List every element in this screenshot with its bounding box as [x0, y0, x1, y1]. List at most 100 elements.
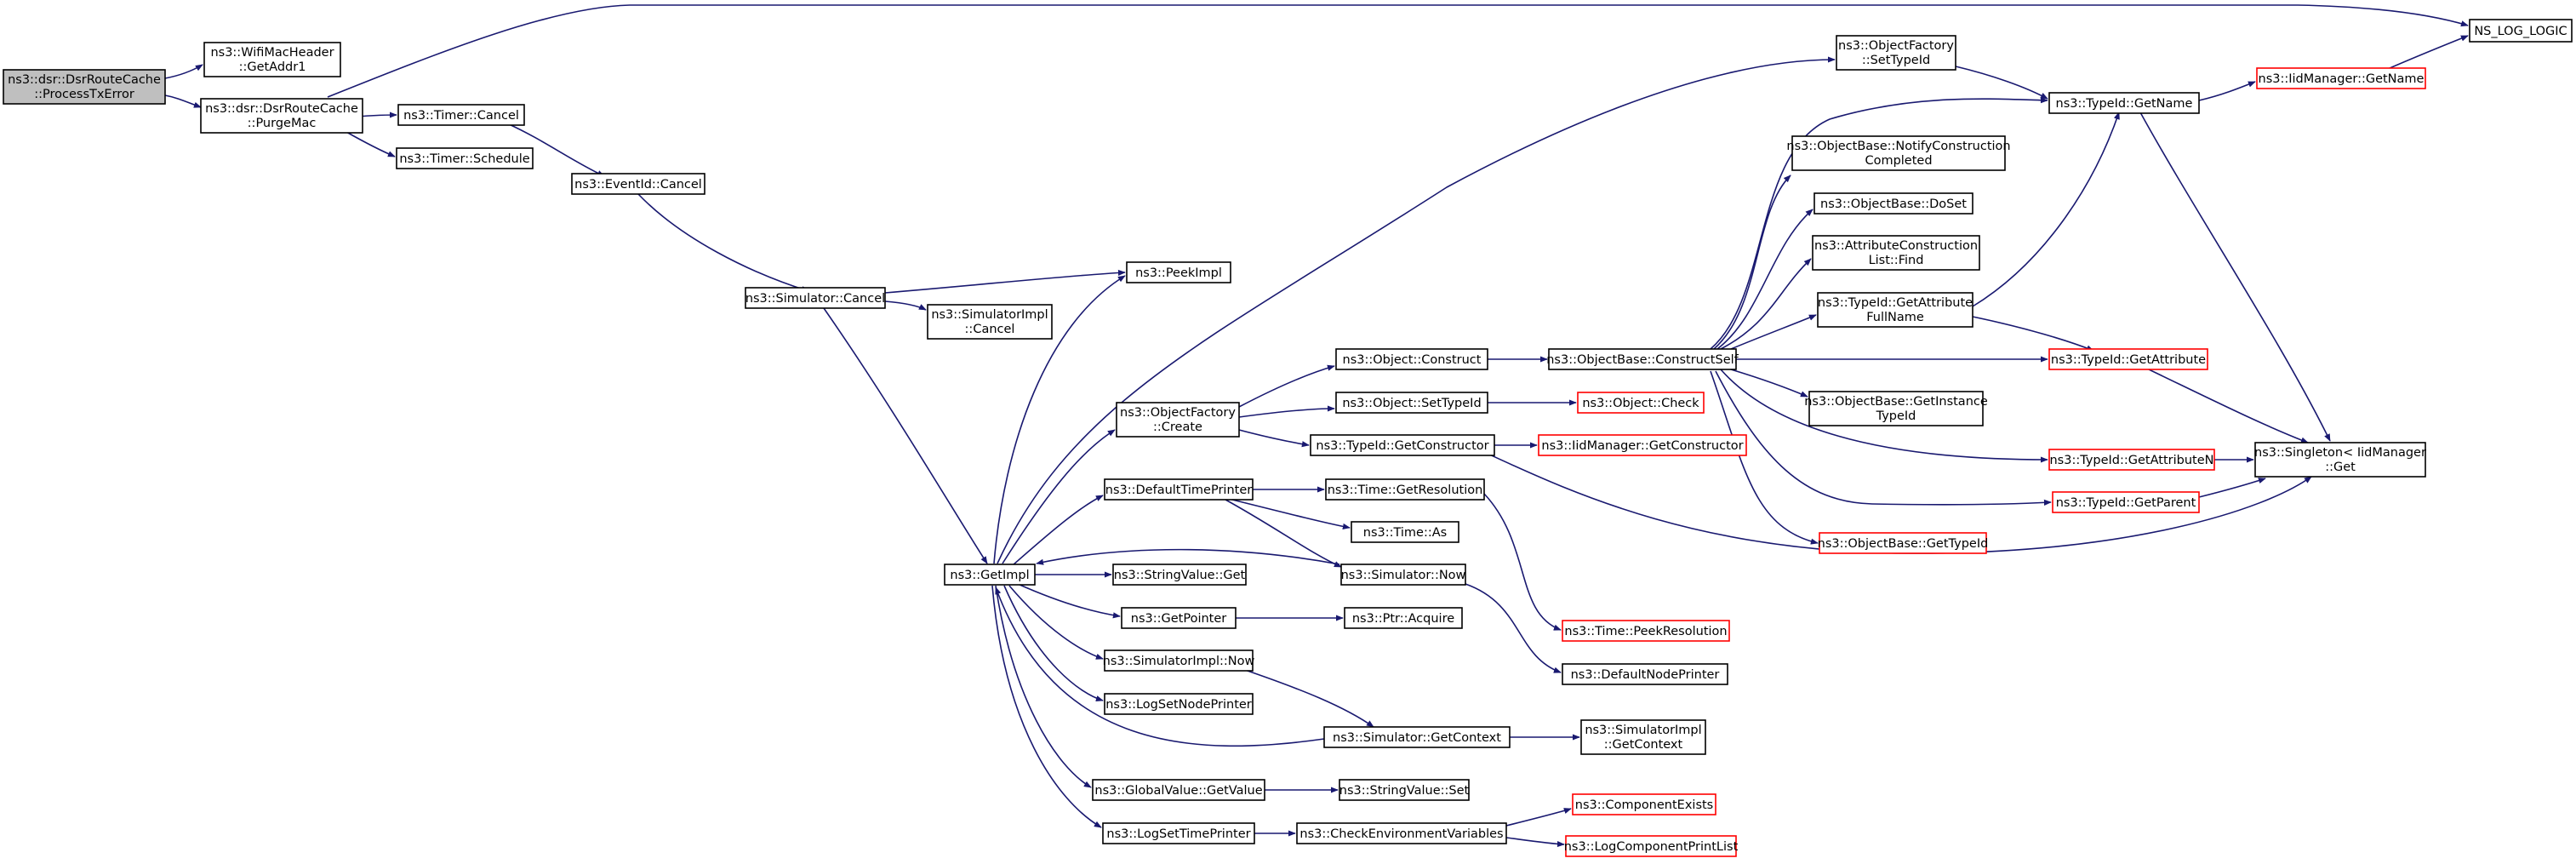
node-peekimpl[interactable]: ns3::PeekImpl — [1126, 261, 1231, 283]
node-logsetnodeprinter[interactable]: ns3::LogSetNodePrinter — [1104, 693, 1254, 715]
node-simulator-now[interactable]: ns3::Simulator::Now — [1340, 564, 1466, 586]
edge-getimpl-to-getpointer — [1017, 583, 1121, 619]
node-label: NS_LOG_LOGIC — [2474, 25, 2567, 38]
node-label: ::SetTypeId — [1862, 54, 1930, 67]
node-componentexists[interactable]: ns3::ComponentExists — [1572, 793, 1716, 815]
node-typeid-getconstructor[interactable]: ns3::TypeId::GetConstructor — [1310, 434, 1495, 456]
node-timer-schedule[interactable]: ns3::Timer::Schedule — [396, 147, 534, 169]
node-objectbase-getinstancetypeid[interactable]: ns3::ObjectBase::GetInstance TypeId — [1804, 391, 1988, 426]
node-label: ns3::Time::PeekResolution — [1564, 625, 1727, 638]
node-singleton-iidmanager-get[interactable]: ns3::Singleton< IidManager ::Get — [2254, 442, 2426, 478]
edge-constructself-to-attrfind — [1720, 258, 1812, 350]
node-wifi-getaddr1[interactable]: ns3::WifiMacHeader ::GetAddr1 — [203, 42, 341, 77]
edge-getimpl-to-globalgetvalue — [995, 585, 1092, 788]
node-typeid-getname[interactable]: ns3::TypeId::GetName — [2048, 92, 2200, 114]
node-stringvalue-get[interactable]: ns3::StringValue::Get — [1112, 564, 1247, 586]
node-label: ns3::LogSetTimePrinter — [1106, 827, 1250, 841]
edge-simnow-to-getimpl — [1036, 548, 1340, 565]
node-typeid-getparent[interactable]: ns3::TypeId::GetParent — [2052, 491, 2200, 513]
node-label: ns3::dsr::DsrRouteCache — [205, 102, 358, 116]
node-time-getresolution[interactable]: ns3::Time::GetResolution — [1325, 478, 1485, 501]
node-simulatorimpl-cancel[interactable]: ns3::SimulatorImpl ::Cancel — [927, 304, 1053, 340]
node-timer-cancel[interactable]: ns3::Timer::Cancel — [397, 104, 525, 126]
node-iidmanager-getname[interactable]: ns3::IidManager::GetName — [2256, 67, 2426, 89]
edge-defaulttimeprinter-to-timeas — [1225, 497, 1351, 530]
node-label: ns3::TypeId::GetParent — [2056, 496, 2196, 510]
nodes: ns3::dsr::DsrRouteCache ::ProcessTxError… — [3, 19, 2573, 857]
node-simulatorimpl-now[interactable]: ns3::DefaultNodePrinter — [1562, 663, 1728, 685]
node-label: ns3::WifiMacHeader — [210, 46, 334, 60]
node-getimpl[interactable]: ns3::GetImpl — [944, 564, 1036, 586]
edge-timegetresolution-to-peekresolution — [1483, 493, 1562, 631]
node-label: ns3::AttributeConstruction — [1814, 239, 1978, 253]
node-globalvalue-getvalue[interactable]: ns3::GlobalValue::GetValue — [1092, 779, 1265, 801]
node-label: ns3::SimulatorImpl — [1585, 724, 1701, 737]
node-objectbase-constructself[interactable]: ns3::ObjectBase::ConstructSelf — [1546, 348, 1739, 370]
node-purgemac[interactable]: ns3::dsr::DsrRouteCache ::PurgeMac — [200, 98, 363, 134]
node-time-as[interactable]: ns3::Time::As — [1351, 521, 1459, 543]
node-typeid-getattribute[interactable]: ns3::TypeId::GetAttribute — [2048, 348, 2208, 370]
edge-simcancel-to-peekimpl — [884, 269, 1126, 294]
node-simulatorimpl-getcontext[interactable]: ns3::SimulatorImpl ::GetContext — [1580, 719, 1706, 755]
node-label: ns3::ObjectFactory — [1120, 406, 1236, 420]
edge-defaultnodeprinter-to-simgetcontext — [1242, 668, 1374, 728]
node-simulator-cancel[interactable]: ns3::Simulator::Cancel — [745, 287, 886, 309]
node-objectbase-doset[interactable]: ns3::ObjectBase::DoSet — [1813, 192, 1973, 215]
edge-attrfullname-to-typegetattribute — [1972, 316, 2094, 352]
node-simulator-getcontext[interactable]: ns3::Simulator::GetContext — [1323, 726, 1511, 748]
node-getpointer[interactable]: ns3::GetPointer — [1121, 607, 1237, 629]
node-label: ns3::EventId::Cancel — [574, 178, 702, 192]
edge-getimpl-to-logsettimeprinter — [991, 585, 1102, 828]
node-ns-log-logic[interactable]: NS_LOG_LOGIC — [2469, 19, 2573, 43]
node-objectbase-gettypeid[interactable]: ns3::ObjectBase::GetTypeId — [1818, 532, 1989, 554]
node-typeid-getattributefullname[interactable]: ns3::TypeId::GetAttribute FullName — [1817, 292, 1973, 328]
node-object-construct[interactable]: ns3::Object::Construct — [1335, 348, 1488, 370]
node-logsettimeprinter[interactable]: ns3::LogSetTimePrinter — [1102, 822, 1255, 844]
edge-constructself-to-obgettypeid — [1710, 370, 1819, 545]
edge-root-to-purgemac — [164, 94, 202, 108]
edge-simcancel-to-getimpl — [823, 307, 988, 564]
edge-simcancel-to-simimplcancel — [884, 300, 927, 311]
node-root[interactable]: ns3::dsr::DsrRouteCache ::ProcessTxError — [3, 69, 166, 105]
edge-attrfullname-to-typegetname — [1972, 112, 2120, 307]
node-logcomponentprintlist[interactable]: ns3::LogComponentPrintList — [1564, 835, 1739, 857]
node-stringvalue-set[interactable]: ns3::StringValue::Set — [1339, 779, 1470, 801]
edge-defaulttimeprinter-to-simnow — [1225, 499, 1342, 568]
node-defaulttimeprinter[interactable]: ns3::DefaultTimePrinter — [1104, 478, 1254, 501]
edge-checkenv-to-logcomponentprintlist — [1505, 837, 1565, 848]
node-object-check[interactable]: ns3::Object::Check — [1577, 392, 1705, 414]
edge-typegetattribute-to-singleton — [2148, 369, 2309, 443]
node-label: ns3::Simulator::Cancel — [745, 292, 885, 306]
edge-getimpl-to-defaulttimeprinter — [1012, 495, 1104, 566]
node-object-settypeid[interactable]: ns3::Object::SetTypeId — [1335, 392, 1488, 414]
edge-checkenv-to-componentexists — [1505, 808, 1572, 827]
edge-simgetcontext-to-getimpl — [995, 586, 1325, 747]
edge-timercancel-to-eventcancel — [506, 123, 605, 177]
node-label: ns3::ObjectBase::DoSet — [1820, 197, 1967, 211]
node-label: ns3::Object::SetTypeId — [1342, 397, 1481, 410]
node-eventid-cancel[interactable]: ns3::EventId::Cancel — [571, 173, 705, 195]
edge-constructself-to-typegetname — [1710, 97, 2048, 350]
node-checkenvironmentvariables[interactable]: ns3::CheckEnvironmentVariables — [1296, 822, 1507, 844]
node-label: ns3::ComponentExists — [1575, 798, 1714, 812]
node-notify-construction[interactable]: ns3::ObjectBase::NotifyConstruction Comp… — [1786, 135, 2011, 171]
node-attributeconstruction-find[interactable]: ns3::AttributeConstruction List::Find — [1812, 235, 1980, 271]
node-label: TypeId — [1876, 409, 1916, 423]
node-label: ns3::Simulator::GetContext — [1333, 731, 1501, 745]
edge-getimpl-to-defaultnodeprinter — [1008, 585, 1104, 660]
node-objectfactory-settypeid[interactable]: ns3::ObjectFactory ::SetTypeId — [1836, 35, 1956, 71]
node-time-peekresolution[interactable]: ns3::Time::PeekResolution — [1562, 620, 1730, 642]
edge-typegetname-to-iidgetname — [2198, 81, 2256, 101]
node-label: ns3::ObjectFactory — [1838, 39, 1954, 53]
node-label: ns3::Object::Construct — [1343, 353, 1482, 367]
node-defaultnodeprinter[interactable]: ns3::SimulatorImpl::Now — [1103, 649, 1255, 672]
node-label: ns3::GlobalValue::GetValue — [1094, 784, 1262, 798]
node-ptr-acquire[interactable]: ns3::Ptr::Acquire — [1344, 607, 1463, 629]
node-typeid-getattributen[interactable]: ns3::TypeId::GetAttributeN — [2048, 449, 2215, 471]
node-label: ns3::Time::GetResolution — [1328, 483, 1483, 497]
node-objectfactory-create[interactable]: ns3::ObjectFactory ::Create — [1116, 402, 1240, 438]
node-label: ns3::StringValue::Set — [1339, 784, 1470, 798]
node-iidmanager-getconstructor[interactable]: ns3::IidManager::GetConstructor — [1538, 434, 1747, 456]
node-label: ::Get — [2325, 461, 2356, 474]
